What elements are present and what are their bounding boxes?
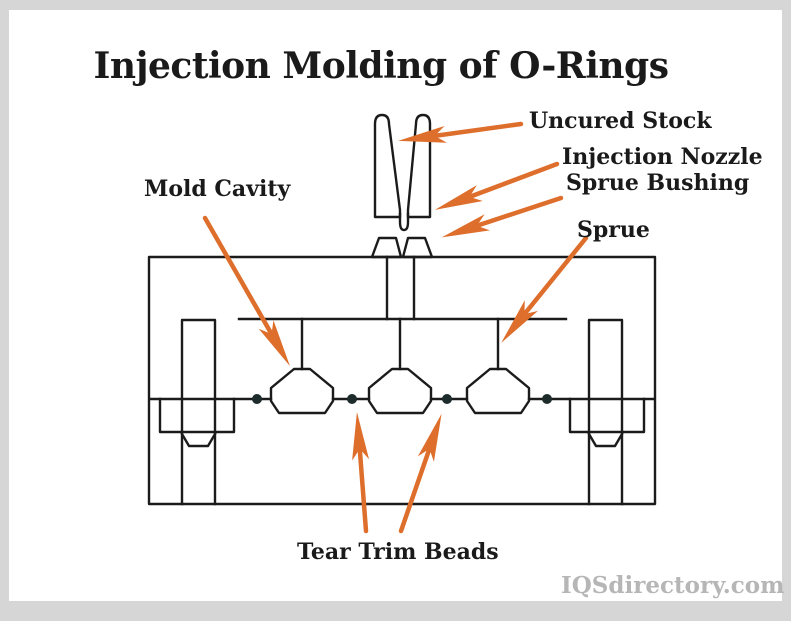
left-pin-tip xyxy=(180,432,217,448)
right-pin-tip xyxy=(587,432,624,448)
page-title: Injection Molding of O-Rings xyxy=(93,45,669,87)
label-uncured-stock: Uncured Stock xyxy=(529,108,712,134)
cavity-gates xyxy=(300,317,500,371)
arrow-sprue-bushing xyxy=(441,195,564,238)
tear-trim-beads-dots xyxy=(252,394,552,404)
arrow-uncured-stock xyxy=(398,121,524,143)
right-pin-bore xyxy=(587,318,624,506)
arrow-tear-trim-left xyxy=(352,412,370,534)
left-pin-bore xyxy=(180,318,217,506)
mold-diagram xyxy=(147,113,657,534)
label-tear-trim-beads: Tear Trim Beads xyxy=(297,539,499,565)
arrow-tear-trim-right xyxy=(398,413,442,534)
arrow-mold-cavity xyxy=(202,215,290,367)
arrow-injection-nozzle xyxy=(434,161,560,210)
mold-block-shape xyxy=(147,255,657,506)
watermark: IQSdirectory.com xyxy=(561,572,785,599)
mold-cavities-shape xyxy=(269,367,531,415)
arrow-sprue xyxy=(501,235,589,343)
uncured-stock-channel-tip xyxy=(398,212,410,232)
label-mold-cavity: Mold Cavity xyxy=(144,176,291,202)
label-injection-nozzle: Injection Nozzle xyxy=(562,144,763,170)
right-pocket xyxy=(568,397,646,434)
left-pocket xyxy=(158,397,236,434)
sprue-channel xyxy=(385,255,416,321)
injection-nozzle-shape xyxy=(373,113,432,232)
sprue-bushing-shape xyxy=(370,236,434,259)
diagram-canvas: Injection Molding of O-Rings Mold Cavity… xyxy=(9,10,785,601)
label-sprue-bushing: Sprue Bushing xyxy=(566,170,750,196)
label-sprue: Sprue xyxy=(577,217,650,243)
